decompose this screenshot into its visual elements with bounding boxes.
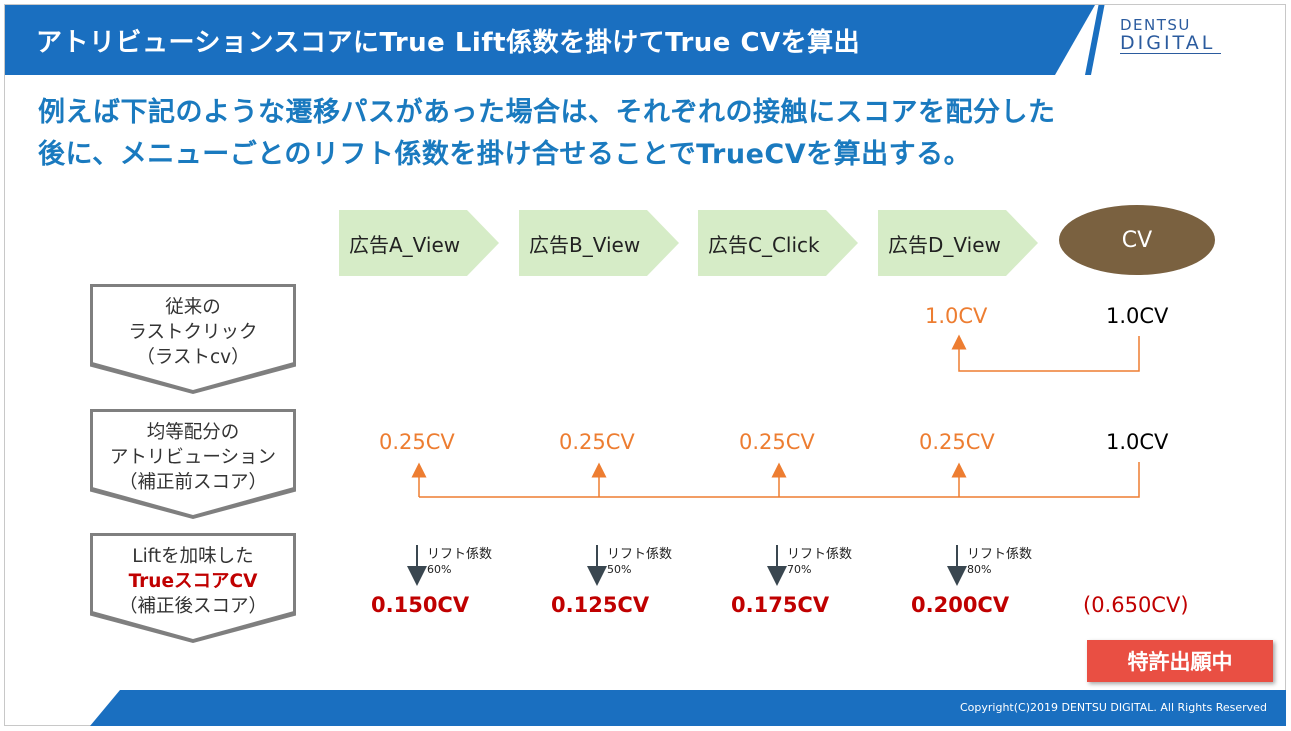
row-label-line: 従来の [165, 297, 221, 318]
lift-label-b: リフト係数 [607, 547, 673, 562]
equal-value-d: 0.25CV [919, 430, 995, 454]
lift-factor-b: 50% [607, 563, 632, 576]
lift-label-d: リフト係数 [967, 547, 1033, 562]
row-label-line: TrueスコアCV [128, 571, 258, 592]
touchpoint-d: 広告D_View [878, 210, 1038, 276]
title-bar [5, 5, 1095, 75]
true-cv-value-a: 0.150CV [371, 593, 470, 617]
cv-node: CV [1059, 205, 1215, 275]
true-cv-total: (0.650CV) [1083, 593, 1189, 617]
slide-title: アトリビューションスコアにTrue Lift係数を掛けてTrue CVを算出 [36, 28, 861, 58]
equal-value-b: 0.25CV [559, 430, 635, 454]
row-label-line: （補正前スコア） [118, 472, 267, 493]
true-cv-value-c: 0.175CV [731, 593, 830, 617]
lift-label-a: リフト係数 [427, 547, 493, 562]
row-label-line: Liftを加味した [132, 546, 254, 567]
dentsu-digital-logo: DENTSU DIGITAL [1120, 16, 1222, 54]
row-label-line: アトリビューション [109, 447, 277, 468]
footer-bar [90, 690, 1286, 726]
last-click-touch-value: 1.0CV [925, 304, 988, 328]
touchpoint-c: 広告C_Click [698, 210, 858, 276]
logo-line2: DIGITAL [1120, 34, 1222, 54]
equal-value-c: 0.25CV [739, 430, 815, 454]
equal-connector [419, 462, 1140, 498]
logo-line1: DENTSU [1120, 16, 1191, 34]
copyright-text: Copyright(C)2019 DENTSU DIGITAL. All Rig… [960, 701, 1267, 714]
last-click-connector [951, 334, 1140, 372]
equal-cv-value: 1.0CV [1106, 430, 1169, 454]
patent-pending-badge: 特許出願中 [1087, 640, 1273, 682]
lift-label-c: リフト係数 [787, 547, 853, 562]
lift-factor-c: 70% [787, 563, 812, 576]
row-label-line: （補正後スコア） [118, 596, 267, 617]
heading-line2: 後に、メニューごとのリフト係数を掛け合せることでTrueCVを算出する。 [38, 139, 972, 170]
slide-heading: 例えば下記のような遷移パスがあった場合は、それぞれの接触にスコアを配分した 後に… [38, 92, 1258, 176]
equal-value-a: 0.25CV [379, 430, 455, 454]
touchpoint-b: 広告B_View [519, 210, 679, 276]
touchpoint-a: 広告A_View [339, 210, 499, 276]
row-label-equal: 均等配分の アトリビューション （補正前スコア） [90, 409, 296, 519]
row-label-line: （ラストcv） [136, 347, 250, 368]
last-click-cv-value: 1.0CV [1106, 304, 1169, 328]
true-cv-value-d: 0.200CV [911, 593, 1010, 617]
row-label-last-click: 従来の ラストクリック （ラストcv） [90, 284, 296, 394]
row-label-line: 均等配分の [146, 422, 240, 443]
heading-line1: 例えば下記のような遷移パスがあった場合は、それぞれの接触にスコアを配分した [38, 97, 1056, 128]
lift-factor-d: 80% [967, 563, 992, 576]
lift-factor-a: 60% [427, 563, 452, 576]
true-cv-value-b: 0.125CV [551, 593, 650, 617]
row-label-line: ラストクリック [128, 322, 258, 343]
